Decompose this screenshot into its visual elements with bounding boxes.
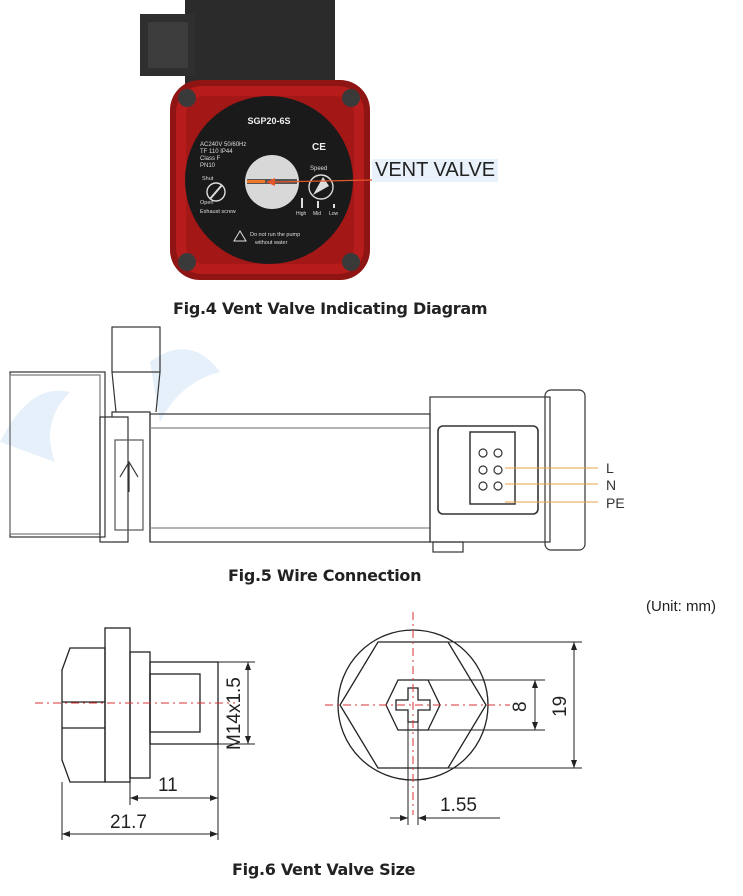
unit-note: (Unit: mm) [646,598,716,615]
terminal-label-n: N [606,477,616,493]
spec-line: PN10 [200,163,216,169]
vent-valve-front-view: 8 19 1.55 [325,612,582,825]
figure-4-caption: Fig.4 Vent Valve Indicating Diagram [173,299,488,318]
terminal-label-l: L [606,460,614,476]
corner-bolt [178,253,196,271]
terminal-box-side [429,396,551,543]
speed-level: High [296,211,307,217]
corner-bolt [342,89,360,107]
terminal-box [185,0,335,85]
valve-flange [104,627,131,783]
speed-label: Speed [310,166,327,172]
length-b-dimension: 21.7 [110,812,147,833]
top-connector [111,326,161,373]
speed-level: Mid [313,211,321,217]
pump-head-photo: SGP20-6S AC240V 50/60Hz TF 110 IP44 Clas… [140,0,370,280]
exhaust-screw-icon [206,182,226,202]
vent-valve-callout-arrow [266,178,373,186]
warning-icon [233,230,247,242]
slot-width-dimension: 8 [510,701,531,712]
open-label: Open [200,200,213,206]
speed-level: Low [329,211,339,217]
length-a-dimension: 11 [158,775,178,796]
slot-thickness-dimension: 1.55 [440,795,477,816]
terminal-label-pe: PE [606,495,625,511]
corner-bolt [178,89,196,107]
shut-label: Shut [202,176,214,182]
pump-model: SGP20-6S [247,116,290,126]
figure-5-caption: Fig.5 Wire Connection [228,566,422,585]
speed-dial-icon [308,174,334,200]
vent-valve-side-view: M14x1.5 11 21.7 [35,627,255,840]
spec-line: TF 110 IP44 [200,149,233,155]
wire-connection-drawing: L N PE [0,326,625,553]
corner-bolt [342,253,360,271]
across-flats-dimension: 19 [550,696,571,717]
figure-6-caption: Fig.6 Vent Valve Size [232,860,416,879]
warning-text: without water [254,240,288,246]
pump-body [149,413,431,543]
exhaust-label: Exhaust screw [200,209,236,215]
vent-valve-label: VENT VALVE [372,159,499,182]
ce-mark: CE [312,142,326,153]
hex-head [61,647,106,783]
warning-text: Do not run the pump [250,232,300,238]
thread-dimension: M14x1.5 [224,677,245,750]
spec-line: Class F [200,156,221,162]
spec-line: AC240V 50/60Hz [200,142,246,148]
